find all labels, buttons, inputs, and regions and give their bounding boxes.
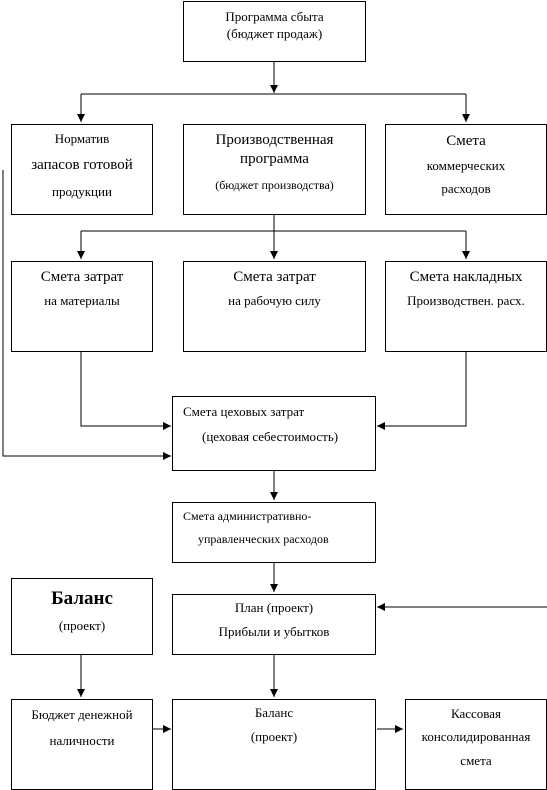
arrow-overhead-to-shop [377, 352, 467, 430]
balance-draft-bottom-box: Баланс (проект) [172, 699, 376, 790]
admin-expenses-line2: управленческих расходов [198, 532, 329, 546]
shop-costs-box: Смета цеховых затрат (цеховая себестоимо… [172, 396, 376, 471]
shop-costs-line1: Смета цеховых затрат [183, 404, 305, 419]
inventory-norm-line2: запасов готовой [31, 157, 133, 173]
labor-budget-line2: на рабочую силу [228, 293, 321, 308]
cash-consolidated-line2: консолидированная [421, 729, 531, 744]
arrow-materials-to-shop [80, 352, 171, 430]
inventory-norm-line1: Норматив [54, 131, 110, 146]
commercial-expenses-line3: расходов [441, 181, 491, 196]
overhead-budget-box: Смета накладных Производствен. расх. [385, 261, 547, 352]
production-program-line3: (бюджет производства) [215, 178, 334, 192]
production-program-box: Производственная программа (бюджет произ… [183, 124, 366, 215]
admin-expenses-box: Смета административно- управленческих ра… [172, 502, 376, 563]
inventory-norm-line3: продукции [52, 184, 112, 199]
balance-draft-bottom-title: Баланс [254, 705, 294, 720]
overhead-budget-line2: Производствен. расх. [407, 293, 525, 308]
sales-program-box: Программа сбыта (бюджет продаж) [183, 1, 366, 62]
profit-loss-plan-line1: План (проект) [234, 600, 314, 615]
balance-draft-top-subtitle: (проект) [58, 618, 106, 633]
materials-budget-line2: на материалы [44, 293, 120, 308]
cash-consolidated-line1: Кассовая [450, 706, 502, 721]
inventory-norm-box: Норматив запасов готовой продукции [11, 124, 153, 215]
arrow-inventory-to-shop [2, 170, 171, 460]
commercial-expenses-line2: коммерческих [426, 158, 506, 173]
overhead-budget-line1: Смета накладных [409, 269, 523, 285]
profit-loss-plan-box: План (проект) Прибыли и убытков [172, 594, 376, 655]
cash-consolidated-line3: смета [460, 753, 492, 768]
cash-consolidated-box: Кассовая консолидированная смета [405, 699, 547, 790]
commercial-expenses-line1: Смета [446, 133, 486, 149]
admin-expenses-line1: Смета административно- [183, 509, 312, 523]
shop-costs-line2: (цеховая себестоимость) [202, 429, 339, 444]
materials-budget-box: Смета затрат на материалы [11, 261, 153, 352]
cash-budget-line2: наличности [49, 733, 115, 748]
sales-program-title: Программа сбыта [225, 9, 324, 24]
cash-budget-line1: Бюджет денежной [31, 707, 133, 722]
materials-budget-line1: Смета затрат [40, 269, 124, 285]
production-program-line1: Производственная [215, 132, 334, 148]
labor-budget-line1: Смета затрат [233, 269, 316, 285]
profit-loss-plan-line2: Прибыли и убытков [218, 624, 330, 639]
labor-budget-box: Смета затрат на рабочую силу [183, 261, 366, 352]
cash-budget-box: Бюджет денежной наличности [11, 699, 153, 790]
balance-draft-bottom-subtitle: (проект) [250, 729, 298, 744]
commercial-expenses-box: Смета коммерческих расходов [385, 124, 547, 215]
balance-draft-top-box: Баланс (проект) [11, 578, 153, 655]
production-program-line2: программа [240, 151, 309, 167]
sales-program-subtitle: (бюджет продаж) [226, 26, 323, 41]
balance-draft-top-title: Баланс [51, 588, 113, 609]
